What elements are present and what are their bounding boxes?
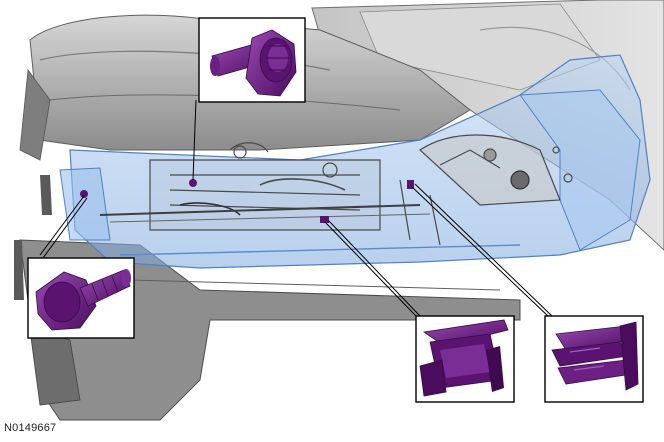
callout-bolt-left <box>27 257 135 339</box>
seat-pedestal <box>14 175 521 421</box>
spring-clip-icon <box>551 321 639 391</box>
bolt-icon <box>35 269 131 331</box>
fastener-marker-clip-center <box>320 216 329 223</box>
callout-clip-center <box>415 315 515 403</box>
seat-track-mechanism <box>99 134 573 246</box>
fastener-marker-bolt-front <box>189 179 197 187</box>
fastener-marker-clip-right <box>407 180 414 189</box>
fastener-markers <box>80 179 414 223</box>
fastener-marker-bolt-rear <box>80 190 88 198</box>
bolt-icon <box>210 29 297 97</box>
callout-spring-clip-right <box>544 315 644 403</box>
figure-reference-code: N0149667 <box>4 422 57 434</box>
clip-icon <box>419 319 509 397</box>
callout-bolt-top <box>198 17 306 103</box>
leader-lines <box>39 99 553 317</box>
